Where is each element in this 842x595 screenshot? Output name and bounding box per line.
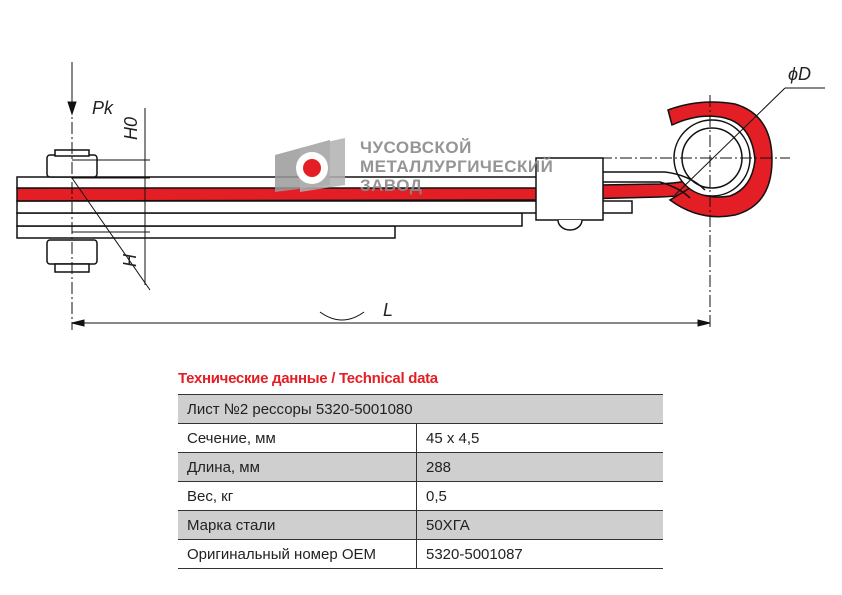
row-value: 50ХГА xyxy=(416,510,663,540)
table-row: Марка стали 50ХГА xyxy=(178,510,663,540)
row-value: 5320-5001087 xyxy=(416,539,663,569)
logo-line: МЕТАЛЛУРГИЧЕСКИЙ xyxy=(360,157,554,176)
specs-table: Лист №2 рессоры 5320-5001080 Сечение, мм… xyxy=(178,394,663,569)
logo-line: ЧУСОВСКОЙ xyxy=(360,138,472,157)
row-label: Сечение, мм xyxy=(178,423,417,453)
row-value: 45 х 4,5 xyxy=(416,423,663,453)
table-row: Сечение, мм 45 х 4,5 xyxy=(178,423,663,453)
length-label: L xyxy=(383,300,394,320)
row-label: Вес, кг xyxy=(178,481,417,511)
table-row: Оригинальный номер OEM 5320-5001087 xyxy=(178,539,663,569)
logo-line: ЗАВОД xyxy=(360,176,423,195)
leaf-4 xyxy=(16,212,523,227)
row-value: 0,5 xyxy=(416,481,663,511)
leaf-spring-drawing xyxy=(16,62,825,330)
height-label: H xyxy=(120,254,140,267)
eye-red xyxy=(667,101,773,218)
logo-mark xyxy=(275,138,345,192)
table-header-row: Лист №2 рессоры 5320-5001080 xyxy=(178,394,663,424)
eye-diameter-label: ϕD xyxy=(788,64,812,84)
force-label: Pk xyxy=(92,98,114,118)
row-label: Марка стали xyxy=(178,510,417,540)
specs-title: Технические данные / Technical data xyxy=(178,370,438,387)
table-row: Вес, кг 0,5 xyxy=(178,481,663,511)
free-height-label: H0 xyxy=(121,116,142,141)
row-label: Длина, мм xyxy=(178,452,417,482)
row-label: Оригинальный номер OEM xyxy=(178,539,417,569)
row-value: 288 xyxy=(416,452,663,482)
company-logo: ЧУСОВСКОЙ МЕТАЛЛУРГИЧЕСКИЙ ЗАВОД xyxy=(360,138,553,195)
table-header: Лист №2 рессоры 5320-5001080 xyxy=(178,394,663,424)
table-row: Длина, мм 288 xyxy=(178,452,663,482)
clamp xyxy=(535,157,604,221)
